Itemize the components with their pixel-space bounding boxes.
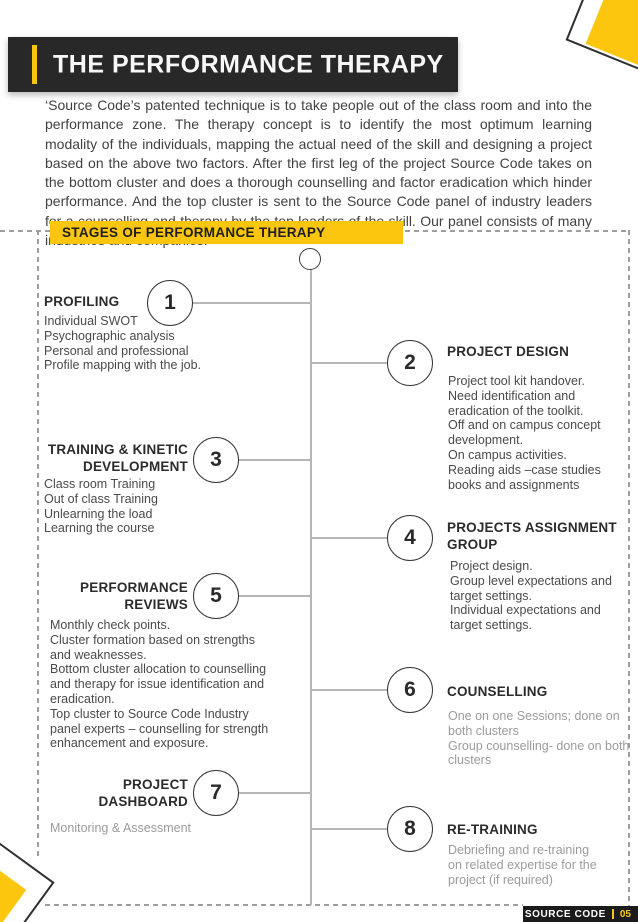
- stage-connector: [310, 362, 388, 364]
- stage-title: PROJECT DASHBOARD: [98, 777, 188, 809]
- footer-page-number: 05: [619, 908, 631, 920]
- stage-title: PROFILING: [44, 294, 120, 309]
- stage-title: PROJECT DESIGN: [447, 344, 570, 359]
- dashed-border-right: [628, 230, 630, 906]
- timeline-line: [310, 270, 312, 905]
- stage-number: 4: [404, 526, 416, 549]
- stage-description: Project design. Group level expectations…: [450, 559, 612, 633]
- stage-number-badge: 3: [193, 437, 239, 483]
- stage-title: PROJECTS ASSIGNMENT GROUP: [447, 520, 617, 552]
- section-banner: STAGES OF PERFORMANCE THERAPY: [50, 221, 403, 244]
- stage-number-badge: 5: [193, 573, 239, 619]
- stage-connector: [191, 302, 311, 304]
- stage-title: COUNSELLING: [447, 684, 548, 699]
- stage-number: 2: [404, 351, 416, 374]
- dashed-border-bottom: [45, 904, 523, 906]
- stage-connector: [310, 689, 388, 691]
- stage-number: 6: [404, 678, 416, 701]
- stage-number-badge: 7: [193, 770, 239, 816]
- footer-brand: SOURCE CODE: [524, 908, 606, 920]
- stage-number-badge: 2: [387, 340, 433, 386]
- stage-number: 7: [210, 781, 222, 804]
- stage-number: 5: [210, 584, 222, 607]
- stage-number-badge: 8: [387, 806, 433, 852]
- footer-divider: [611, 909, 614, 919]
- stage-description: Class room Training Out of class Trainin…: [44, 477, 158, 536]
- timeline-start-node: [299, 248, 321, 270]
- stage-description: One on one Sessions; done on both cluste…: [448, 709, 630, 768]
- stage-title: PERFORMANCE REVIEWS: [80, 580, 188, 612]
- stage-number: 8: [404, 817, 416, 840]
- stage-number: 1: [164, 291, 176, 314]
- page-header: THE PERFORMANCE THERAPY: [8, 37, 458, 92]
- stage-title: TRAINING & KINETIC DEVELOPMENT: [47, 442, 188, 474]
- stage-description: Project tool kit handover. Need identifi…: [448, 374, 601, 492]
- footer-bar: SOURCE CODE 05: [523, 906, 638, 922]
- header-accent-bar: [32, 45, 37, 84]
- stage-number-badge: 6: [387, 667, 433, 713]
- stage-description: Debriefing and re-training on related ex…: [448, 843, 597, 887]
- stage-connector: [237, 595, 311, 597]
- page-title: THE PERFORMANCE THERAPY: [53, 50, 444, 78]
- stage-connector: [310, 828, 388, 830]
- stage-number-badge: 4: [387, 515, 433, 561]
- stage-description: Monthly check points. Cluster formation …: [50, 618, 269, 751]
- stage-connector: [310, 537, 388, 539]
- stage-description: Monitoring & Assessment: [50, 821, 192, 835]
- stage-number-badge: 1: [147, 280, 193, 326]
- dashed-border-left: [37, 230, 39, 857]
- stage-connector: [237, 792, 311, 794]
- stage-number: 3: [210, 448, 222, 471]
- stage-description: Individual SWOT Psychographic analysis P…: [44, 314, 202, 373]
- stage-connector: [237, 459, 311, 461]
- section-banner-label: STAGES OF PERFORMANCE THERAPY: [62, 225, 326, 240]
- stage-title: RE-TRAINING: [447, 822, 538, 837]
